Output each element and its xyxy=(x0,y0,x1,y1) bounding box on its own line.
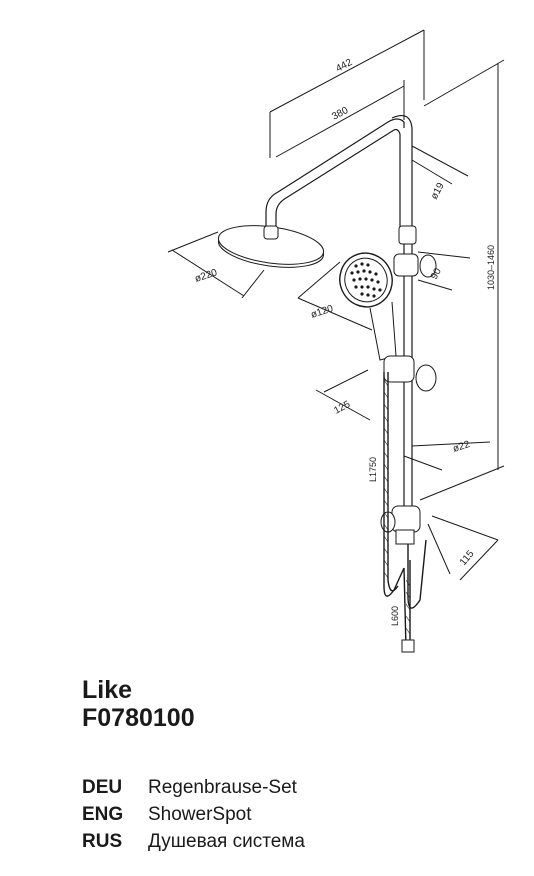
shower-arm xyxy=(265,115,413,228)
label-pipe: ø19 xyxy=(429,181,447,202)
language-label: Regenbrause-Set xyxy=(148,777,297,798)
language-label: Душевая система xyxy=(148,831,305,852)
label-hose-short: L600 xyxy=(390,606,400,626)
label-height: 1030–1460 xyxy=(486,245,496,290)
label-hose-long: L1750 xyxy=(368,457,378,482)
dim-line-380 xyxy=(275,80,405,158)
label-380: 380 xyxy=(330,105,350,123)
language-list: DEU Regenbrause-Set ENG ShowerSpot RUS Душе… xyxy=(82,774,305,855)
label-442: 442 xyxy=(334,57,354,75)
dim-line-bar xyxy=(403,441,491,471)
language-label: ShowerSpot xyxy=(148,804,252,825)
dim-line-bracket xyxy=(427,515,499,581)
dim-line-head xyxy=(167,231,265,299)
bottom-bracket xyxy=(380,505,421,545)
hand-shower-nozzles xyxy=(350,262,382,298)
label-bar: ø22 xyxy=(452,439,472,455)
product-code: F0780100 xyxy=(82,704,195,732)
technical-drawing: 442 380 ø19 ø220 90 ø120 125 ø22 1030–14… xyxy=(167,29,505,653)
dim-line-pipe xyxy=(411,145,469,185)
hand-shower-holder xyxy=(393,253,437,278)
dim-line-slider xyxy=(315,369,371,421)
language-code: RUS xyxy=(82,831,123,852)
dim-line-holder xyxy=(417,251,471,291)
language-code: DEU xyxy=(82,777,123,798)
dim-line-height xyxy=(419,59,505,501)
label-holder: 90 xyxy=(429,266,444,281)
shower-hose xyxy=(383,372,427,649)
language-code: ENG xyxy=(82,804,124,825)
label-head: ø220 xyxy=(194,267,219,285)
product-title-block: Like F0780100 xyxy=(82,676,195,732)
dim-line-hand xyxy=(297,261,373,331)
product-name: Like xyxy=(82,676,133,704)
hose-pattern xyxy=(383,379,411,635)
rain-head xyxy=(217,225,325,268)
dim-line-442 xyxy=(269,29,425,158)
bar-connector xyxy=(398,225,417,245)
language-row-eng: ENG ShowerSpot xyxy=(82,801,305,828)
label-hand: ø120 xyxy=(310,303,335,321)
label-slider: 125 xyxy=(332,399,352,417)
language-row-deu: DEU Regenbrause-Set xyxy=(82,774,305,801)
hose-fitting xyxy=(401,639,415,653)
hand-shower xyxy=(339,252,397,361)
slider xyxy=(383,355,437,392)
language-row-rus: RUS Душевая система xyxy=(82,828,305,855)
